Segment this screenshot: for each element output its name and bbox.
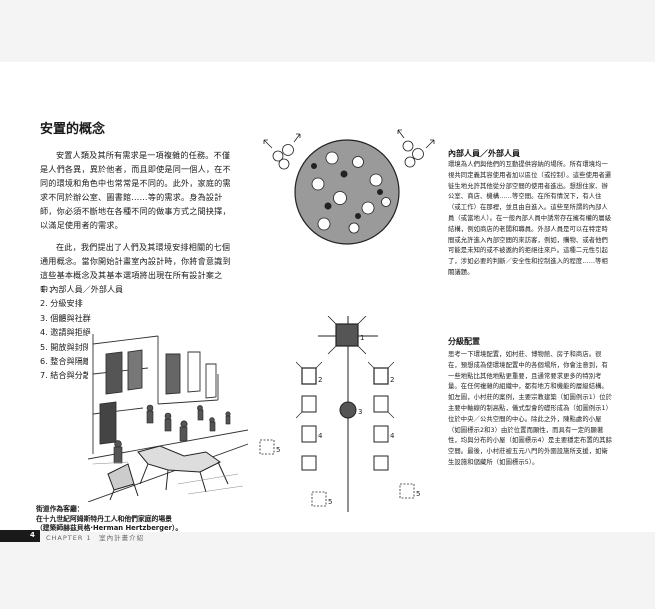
section-heading-hierarchy: 分級配置 [448, 337, 480, 346]
insider-outsider-diagram [263, 129, 435, 245]
section-heading-insider: 內部人員／外部人員 [448, 149, 520, 158]
diagram-label: 5 [328, 498, 332, 506]
list-item: 5. 開放與封閉 [40, 341, 91, 352]
caption-line: 在十九世紀阿姆斯特丹工人和他們家庭的場景 [36, 514, 172, 523]
caption-line: 街道作為客廳： [36, 505, 84, 513]
caption-line: （建築師赫茲貝格·Herman Hertzberger）。 [36, 524, 183, 532]
list-item: 6. 整合與隔離 [40, 356, 91, 367]
list-item: 7. 結合與分散 [40, 370, 91, 381]
list-item: 2. 分級安排 [40, 298, 83, 309]
figure-caption: 街道作為客廳： 在十九世紀阿姆斯特丹工人和他們家庭的場景 （建築師赫茲貝格·He… [36, 505, 246, 534]
list-item: 3. 個體與社群 [40, 312, 91, 323]
page-number: 4 [30, 531, 35, 539]
diagram-label: 1 [360, 334, 364, 342]
intro-paragraph-1: 安置人類及其所有需求是一項複雜的任務。不僅是人們各異，異於他者，而且即使是同一個… [40, 150, 231, 230]
diagram-label: 5 [416, 490, 420, 498]
diagram-label: 2 [318, 376, 322, 384]
footer-block [0, 530, 40, 542]
intro-paragraph-2: 在此，我們提出了人們及其環境安排相關的七個通用概念。當你開始計畫室內設計時，你將… [40, 242, 231, 294]
insider-text: 環境為人們與他們的互動提供容納的場所。所有環境均一視共同定義其容使用者加以區位（… [448, 161, 612, 276]
page-footer: 4 CHAPTER 1 室內計畫介紹 [0, 530, 655, 542]
diagram-label: 4 [318, 432, 323, 440]
intro-text: 安置人類及其所有需求是一項複雜的任務。不僅是人們各異，異於他者，而且即使是同一個… [40, 148, 238, 304]
diagram-label: 3 [358, 408, 362, 416]
chapter-label: CHAPTER 1 室內計畫介紹 [46, 534, 145, 542]
diagram-label: 4 [390, 432, 395, 440]
street-scene-sketch [88, 334, 248, 502]
page-title: 安置的概念 [40, 122, 106, 137]
hierarchy-diagram: 1 2 2 3 4 4 5 5 5 [259, 316, 420, 512]
diagram-label: 2 [390, 376, 394, 384]
list-item: 1. 內部人員／外部人員 [40, 284, 124, 294]
hierarchy-text: 思考一下環境配置，如村莊、博物館、房子和商店。很在，預想成為使環境配置中的各個場… [448, 351, 613, 466]
diagram-label: 5 [276, 446, 280, 454]
list-item: 4. 邀請與拒絕 [40, 327, 91, 338]
concept-list: 1. 內部人員／外部人員 2. 分級安排 3. 個體與社群 4. 邀請與拒絕 5… [40, 282, 123, 383]
